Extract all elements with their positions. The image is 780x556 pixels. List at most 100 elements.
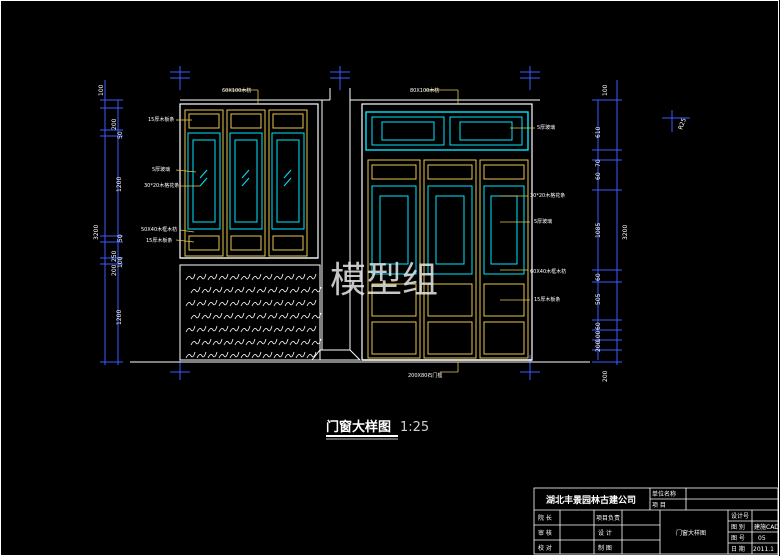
marker-label: R25 (677, 117, 688, 131)
row-label: 设 计 (598, 529, 612, 537)
dim-label: 70 (595, 159, 602, 167)
stone-stroke (240, 325, 251, 333)
stone-stroke (267, 286, 278, 294)
stone-stroke (306, 325, 317, 333)
right-dimensions (592, 80, 622, 365)
note-left-3: 30*20木格花条 (144, 182, 179, 189)
row-label: 制 图 (598, 544, 612, 552)
stone-stroke (262, 273, 273, 281)
stone-stroke (234, 286, 245, 294)
stone-stroke (251, 351, 262, 359)
stone-stroke (190, 286, 201, 294)
stone-stroke (185, 351, 196, 359)
row-label: 校 对 (538, 544, 552, 552)
company-name: 湖北丰景园林古建公司 (546, 494, 636, 506)
watermark: 模型组 (330, 260, 438, 301)
stone-stroke (295, 325, 306, 333)
note-right-5: 15厚木板条 (534, 296, 560, 303)
right-label: 图 别 (731, 523, 745, 531)
right-door (350, 99, 540, 361)
stone-stroke (229, 299, 240, 307)
dim-label: 200 (602, 370, 609, 382)
stone-stroke (190, 338, 201, 346)
dim-label: 50 (117, 131, 124, 139)
stone-stroke (251, 299, 262, 307)
dim-label: 250 (111, 250, 118, 262)
drawing-name: 门窗大样图 (676, 529, 706, 537)
axis-ticks (170, 66, 690, 380)
right-dim-labels: 100 610 70 60 1085 3200 60 505 60 100 20… (595, 84, 629, 382)
right-value: 2011.1 (753, 546, 774, 553)
left-wall-panel (179, 264, 322, 361)
stone-stroke (185, 299, 196, 307)
stone-stroke (273, 273, 284, 281)
stone-stroke (212, 286, 223, 294)
drawing-title-text: 门窗大样图 (326, 419, 391, 435)
stone-stroke (229, 273, 240, 281)
stone-stroke (267, 312, 278, 320)
note-bottom: 200X80石门槛 (408, 372, 442, 379)
stone-stroke (278, 338, 289, 346)
stone-stroke (295, 351, 306, 359)
row-label: 审 核 (538, 529, 552, 537)
stone-stroke (201, 286, 212, 294)
stone-stroke (212, 312, 223, 320)
note-right-4: 60X40木框木枋 (530, 268, 566, 275)
stone-stroke (306, 273, 317, 281)
row-label: 院 长 (538, 514, 552, 522)
stone-stroke (251, 273, 262, 281)
dim-label: 3200 (93, 225, 100, 240)
stone-stroke (201, 338, 212, 346)
right-label: 日 期 (731, 545, 745, 553)
left-window (179, 88, 331, 259)
stone-stroke (196, 299, 207, 307)
stone-stroke (245, 338, 256, 346)
stone-stroke (284, 299, 295, 307)
stone-stroke (273, 299, 284, 307)
stone-stroke (185, 325, 196, 333)
dim-label: 100 (595, 330, 602, 342)
dim-label: 60 (595, 172, 602, 180)
stone-stroke (300, 312, 311, 320)
stone-stroke (201, 312, 212, 320)
dim-label: 3200 (622, 225, 629, 240)
drawing-scale: 1:25 (400, 420, 429, 435)
stone-stroke (190, 312, 201, 320)
dim-label: 200 (111, 118, 118, 130)
stone-stroke (295, 299, 306, 307)
stone-stroke (306, 351, 317, 359)
stone-stroke (262, 299, 273, 307)
stone-stroke (273, 325, 284, 333)
stone-stroke (289, 312, 300, 320)
stone-stroke (256, 312, 267, 320)
stone-stroke (196, 273, 207, 281)
right-value: 05 (758, 535, 766, 542)
note-top-right: 80X100木枋 (410, 87, 439, 94)
stone-stroke (284, 273, 295, 281)
note-left-5: 15厚木板条 (146, 237, 172, 244)
stone-stroke (311, 312, 322, 320)
pedestal (310, 88, 362, 361)
item-label: 项 目 (652, 502, 666, 509)
left-dimensions (100, 80, 123, 365)
dim-label: 200 (595, 340, 602, 352)
dim-label: 100 (117, 256, 124, 268)
right-label: 图 号 (731, 535, 745, 542)
note-top-left: 60X100木枋 (222, 87, 251, 94)
note-left-2: 5厚玻璃 (152, 166, 170, 173)
stone-stroke (240, 273, 251, 281)
stone-stroke (278, 312, 289, 320)
stone-stroke (278, 286, 289, 294)
dim-label: 100 (98, 84, 105, 96)
stone-stroke (212, 338, 223, 346)
stone-stroke (240, 351, 251, 359)
leader-lines (175, 89, 535, 373)
title-block-text: 湖北丰景园林古建公司 单位名称 项 目 院 长 项目负责 审 核 设 计 校 对… (538, 490, 779, 553)
stone-stroke (262, 351, 273, 359)
stone-stroke (207, 273, 218, 281)
stone-stroke (229, 351, 240, 359)
title-block (533, 487, 779, 555)
stone-stroke (311, 338, 322, 346)
dim-label: 50 (117, 234, 124, 242)
stone-stroke (218, 273, 229, 281)
